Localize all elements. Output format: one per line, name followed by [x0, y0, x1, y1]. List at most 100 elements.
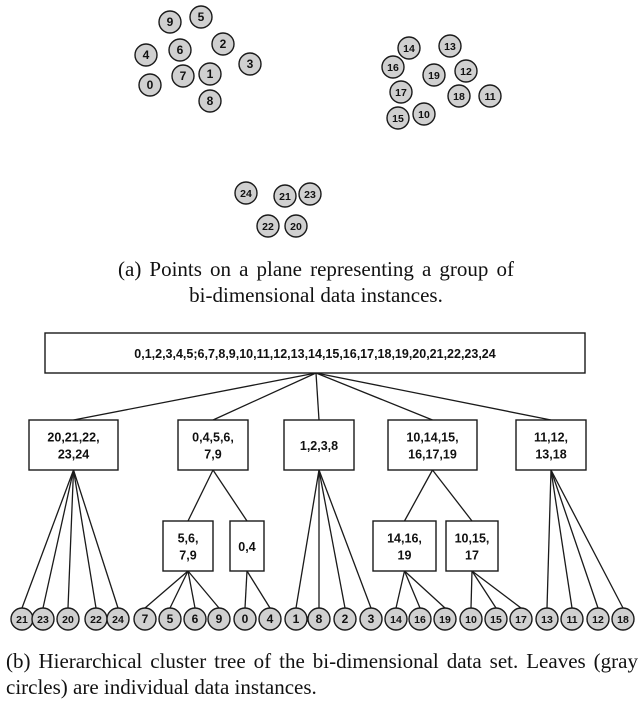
- leaf-7: 7: [133, 607, 157, 631]
- point-8: 8: [198, 89, 222, 113]
- leaf-22-label: 22: [90, 614, 102, 626]
- edge-c4a-leaf-19: [404, 570, 446, 609]
- point-12: 12: [454, 59, 478, 83]
- edge-c5-leaf-11: [550, 469, 573, 609]
- leaf-7-label: 7: [142, 612, 149, 626]
- leaf-1-label: 1: [293, 612, 300, 626]
- point-14-label: 14: [403, 43, 415, 55]
- tree-edges: [21, 372, 624, 609]
- point-15: 15: [386, 106, 410, 130]
- edge-c3-leaf-1: [295, 469, 320, 609]
- point-3-circle: [238, 52, 262, 76]
- edge-root-c1: [73, 372, 317, 421]
- point-8-label: 8: [207, 94, 214, 108]
- leaf-18-circle: [611, 607, 635, 631]
- cluster-node-c4b-text: 10,15,: [455, 532, 490, 546]
- cluster-node-c4-box: [387, 419, 478, 471]
- edge-c4b-leaf-17: [471, 570, 522, 609]
- point-24-circle: [234, 181, 258, 205]
- leaf-8-circle: [307, 607, 331, 631]
- point-23: 23: [298, 182, 322, 206]
- edge-c3-leaf-2: [318, 469, 346, 609]
- point-10-circle: [412, 102, 436, 126]
- point-10: 10: [412, 102, 436, 126]
- edge-c4-c4a: [403, 469, 434, 522]
- cluster-node-c1-text: 20,21,22,: [47, 431, 99, 445]
- point-22-circle: [256, 214, 280, 238]
- edge-c2a-leaf-9: [187, 570, 220, 609]
- leaf-6-label: 6: [192, 612, 199, 626]
- point-4-label: 4: [143, 48, 150, 62]
- point-7-label: 7: [180, 69, 187, 83]
- point-6: 6: [168, 38, 192, 62]
- leaf-16-circle: [408, 607, 432, 631]
- leaf-15-label: 15: [490, 614, 502, 626]
- leaf-9: 9: [207, 607, 231, 631]
- cluster-node-c3-box: [283, 419, 355, 471]
- leaf-21-label: 21: [16, 614, 28, 626]
- leaf-13-circle: [535, 607, 559, 631]
- cluster-node-c3: 1,2,3,8: [283, 419, 355, 471]
- root-node-box: [44, 332, 586, 374]
- cluster-node-c5-text: 11,12,: [534, 431, 568, 445]
- point-1-label: 1: [207, 67, 214, 81]
- edge-c3-leaf-3: [318, 469, 372, 609]
- edge-root-c3: [315, 372, 320, 421]
- leaf-3-label: 3: [368, 612, 375, 626]
- leaf-5-circle: [158, 607, 182, 631]
- edge-c1-leaf-21: [21, 469, 75, 609]
- leaf-17: 17: [509, 607, 533, 631]
- edge-root-c2: [212, 372, 317, 421]
- leaf-4-label: 4: [267, 612, 274, 626]
- point-21-circle: [273, 184, 297, 208]
- point-14-circle: [397, 36, 421, 60]
- cluster-node-c1-box: [28, 419, 119, 471]
- cluster-node-c2: 0,4,5,6, 7,9: [177, 419, 249, 471]
- leaf-20-label: 20: [62, 614, 74, 626]
- leaf-5-label: 5: [167, 612, 174, 626]
- cluster-node-c4: 10,14,15, 16,17,19: [387, 419, 478, 471]
- leaf-19: 19: [433, 607, 457, 631]
- leaf-24-circle: [106, 607, 130, 631]
- cluster-node-c4b-box: [445, 520, 499, 572]
- edge-c1-leaf-23: [42, 469, 75, 609]
- cluster-node-c2a-box: [162, 520, 214, 572]
- leaf-1-circle: [284, 607, 308, 631]
- leaf-10-label: 10: [465, 614, 477, 626]
- leaf-15-circle: [484, 607, 508, 631]
- leaf-24-label: 24: [112, 614, 124, 626]
- cluster-node-c2-text: 7,9: [204, 448, 221, 462]
- point-11: 11: [478, 84, 502, 108]
- leaf-22: 22: [84, 607, 108, 631]
- point-15-label: 15: [392, 113, 404, 125]
- point-12-label: 12: [460, 66, 472, 78]
- point-17-label: 17: [395, 87, 407, 99]
- cluster-node-c4b: 10,15,17: [445, 520, 499, 572]
- leaf-17-circle: [509, 607, 533, 631]
- leaf-2-circle: [333, 607, 357, 631]
- point-5: 5: [189, 5, 213, 29]
- edge-c1-leaf-24: [72, 469, 119, 609]
- leaf-2-label: 2: [342, 612, 349, 626]
- leaf-7-circle: [133, 607, 157, 631]
- edge-c2a-leaf-5: [169, 570, 189, 609]
- cluster-node-c4-text: 16,17,19: [408, 448, 457, 462]
- cluster-node-c4a-box: [372, 520, 437, 572]
- point-13-label: 13: [444, 41, 456, 53]
- leaf-5: 5: [158, 607, 182, 631]
- cluster-node-c2a: 5,6,7,9: [162, 520, 214, 572]
- leaf-4-circle: [258, 607, 282, 631]
- leaf-21: 21: [10, 607, 34, 631]
- cluster-node-c2-text: 0,4,5,6,: [192, 431, 234, 445]
- cluster-node-c4-text: 10,14,15,: [406, 431, 458, 445]
- leaf-14: 14: [384, 607, 408, 631]
- point-2-circle: [211, 32, 235, 56]
- point-6-label: 6: [177, 43, 184, 57]
- leaf-2: 2: [333, 607, 357, 631]
- point-8-circle: [198, 89, 222, 113]
- cluster-node-c5-box: [515, 419, 587, 471]
- point-22-label: 22: [262, 221, 274, 233]
